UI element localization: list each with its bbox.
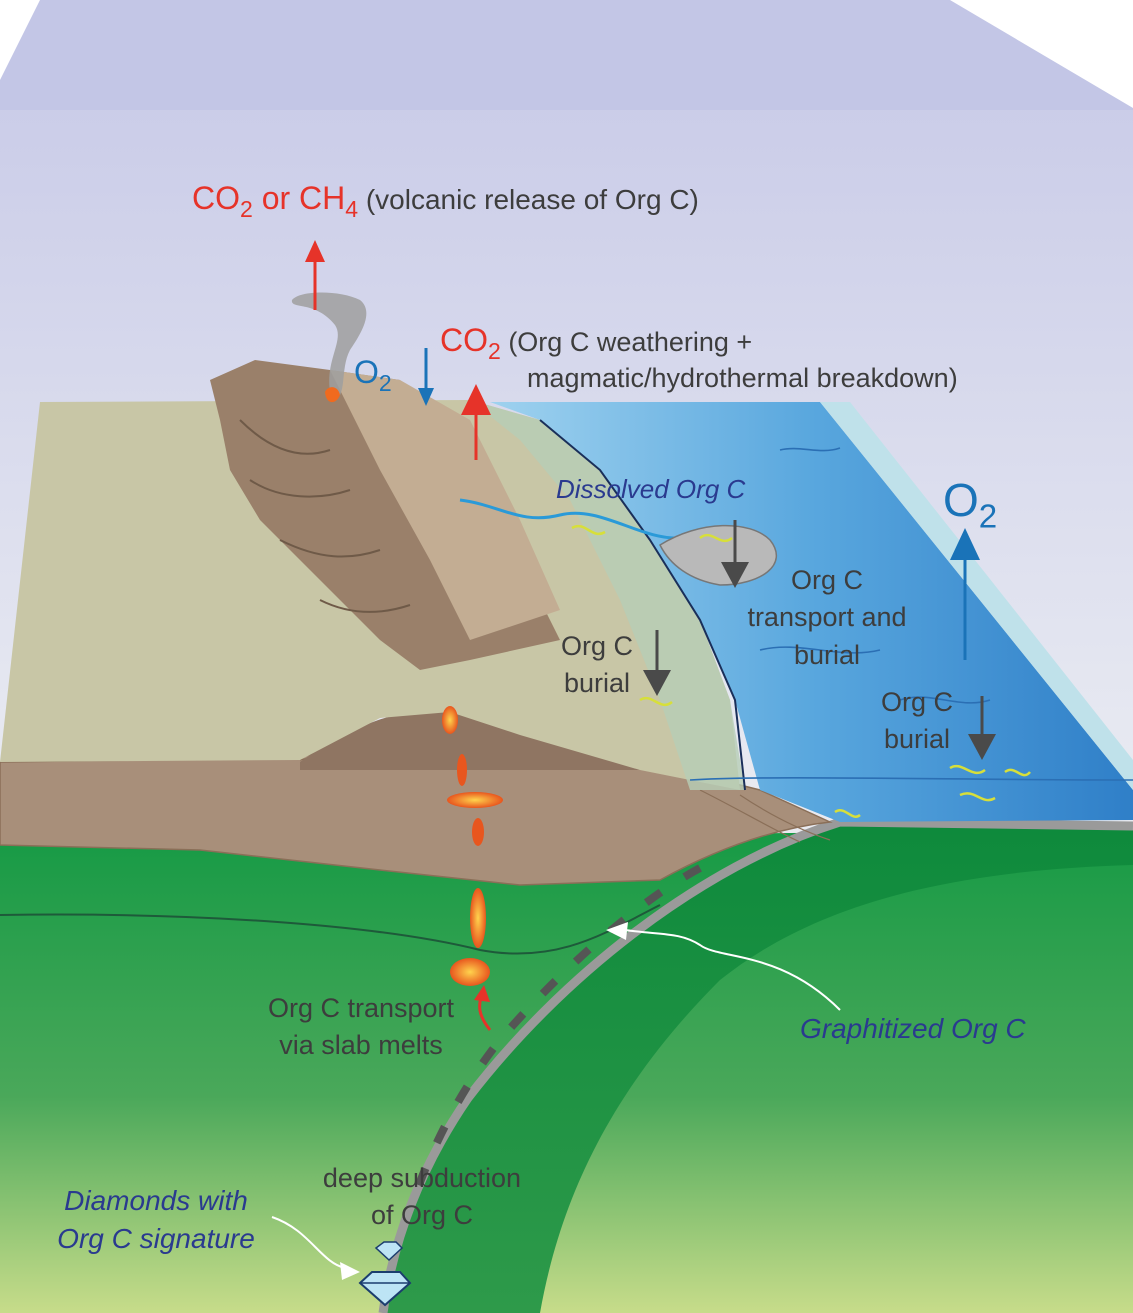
mountain-ridges bbox=[239, 419, 411, 613]
o2-small-text: O bbox=[354, 354, 379, 390]
slab-melts-line-1: Org C transport bbox=[267, 993, 455, 1023]
transport-burial-line-2: transport and bbox=[747, 602, 907, 633]
or-ch4-text: or CH bbox=[252, 180, 346, 216]
lithosphere-boundary bbox=[0, 904, 661, 955]
land-burial-line-1: Org C bbox=[560, 631, 633, 661]
volcanic-release-label: CO2 or CH4 (volcanic release of Org C) bbox=[192, 180, 699, 221]
weathering-co2-text: CO bbox=[440, 322, 488, 358]
deep-subduction-label: deep subduction of Org C bbox=[304, 1160, 540, 1235]
dissolved-org-c-label: Dissolved Org C bbox=[556, 474, 746, 504]
o2-large-subscript: 2 bbox=[978, 498, 998, 536]
land-burial-label: Org C burial bbox=[552, 628, 642, 703]
ocean-burial-label: Org C burial bbox=[872, 684, 962, 759]
org-c-squiggles bbox=[571, 524, 1031, 818]
diamond-icon bbox=[358, 1241, 412, 1307]
weathering-co2-subscript: 2 bbox=[488, 338, 501, 365]
weathering-label: CO2 (Org C weathering + bbox=[440, 322, 753, 363]
diamonds-line-1: Diamonds with bbox=[64, 1185, 248, 1216]
graphitized-org-c-label: Graphitized Org C bbox=[800, 1013, 1026, 1044]
volcano-cone bbox=[300, 710, 640, 770]
sky-top-band bbox=[0, 0, 1133, 110]
mountain-foothills bbox=[330, 370, 560, 640]
slab-top-surface bbox=[378, 817, 1133, 1313]
flux-arrows bbox=[271, 240, 996, 1280]
sediment-lens bbox=[659, 524, 777, 586]
river bbox=[459, 498, 681, 540]
top-white-corner bbox=[950, 0, 1133, 108]
o2-large-text: O bbox=[943, 474, 979, 526]
diamonds-label: Diamonds with Org C signature bbox=[38, 1182, 274, 1258]
coastline bbox=[539, 419, 746, 791]
ocean-burial-line-1: Org C bbox=[880, 687, 953, 717]
land-shore-band bbox=[470, 400, 745, 790]
deep-subduction-line-1: deep subduction bbox=[322, 1163, 522, 1193]
deep-subduction-line-2: of Org C bbox=[370, 1200, 474, 1231]
diamonds-line-2: Org C signature bbox=[57, 1222, 255, 1254]
magma-vent bbox=[325, 387, 340, 403]
subducting-slab bbox=[385, 825, 1133, 1313]
slab-melts-label: Org C transport via slab melts bbox=[250, 990, 472, 1065]
ch4-subscript: 4 bbox=[345, 196, 359, 223]
weathering-desc-2: magmatic/hydrothermal breakdown) bbox=[527, 363, 958, 393]
o2-small-label: O2 bbox=[354, 354, 392, 395]
co2-text: CO bbox=[192, 180, 240, 216]
transport-burial-label: Org C transport and burial bbox=[732, 562, 922, 674]
ocean-burial-line-2: burial bbox=[883, 724, 951, 755]
top-left-corner bbox=[0, 0, 40, 80]
co2-subscript: 2 bbox=[240, 196, 253, 223]
transport-burial-line-1: Org C bbox=[790, 565, 863, 595]
magma-path bbox=[442, 706, 503, 986]
o2-large-label: O2 bbox=[943, 474, 997, 534]
ocean-waves bbox=[689, 447, 1133, 781]
land-burial-line-2: burial bbox=[563, 668, 631, 699]
transport-burial-line-3: burial bbox=[793, 639, 861, 670]
ocean-surface bbox=[490, 402, 1133, 822]
weathering-desc-1: (Org C weathering + bbox=[500, 327, 753, 357]
volcanic-desc: (volcanic release of Org C) bbox=[358, 184, 699, 215]
o2-small-subscript: 2 bbox=[378, 370, 392, 397]
ocean-rim bbox=[820, 402, 1133, 790]
slab-melts-line-2: via slab melts bbox=[279, 1030, 443, 1061]
volcanic-plume bbox=[291, 292, 367, 395]
